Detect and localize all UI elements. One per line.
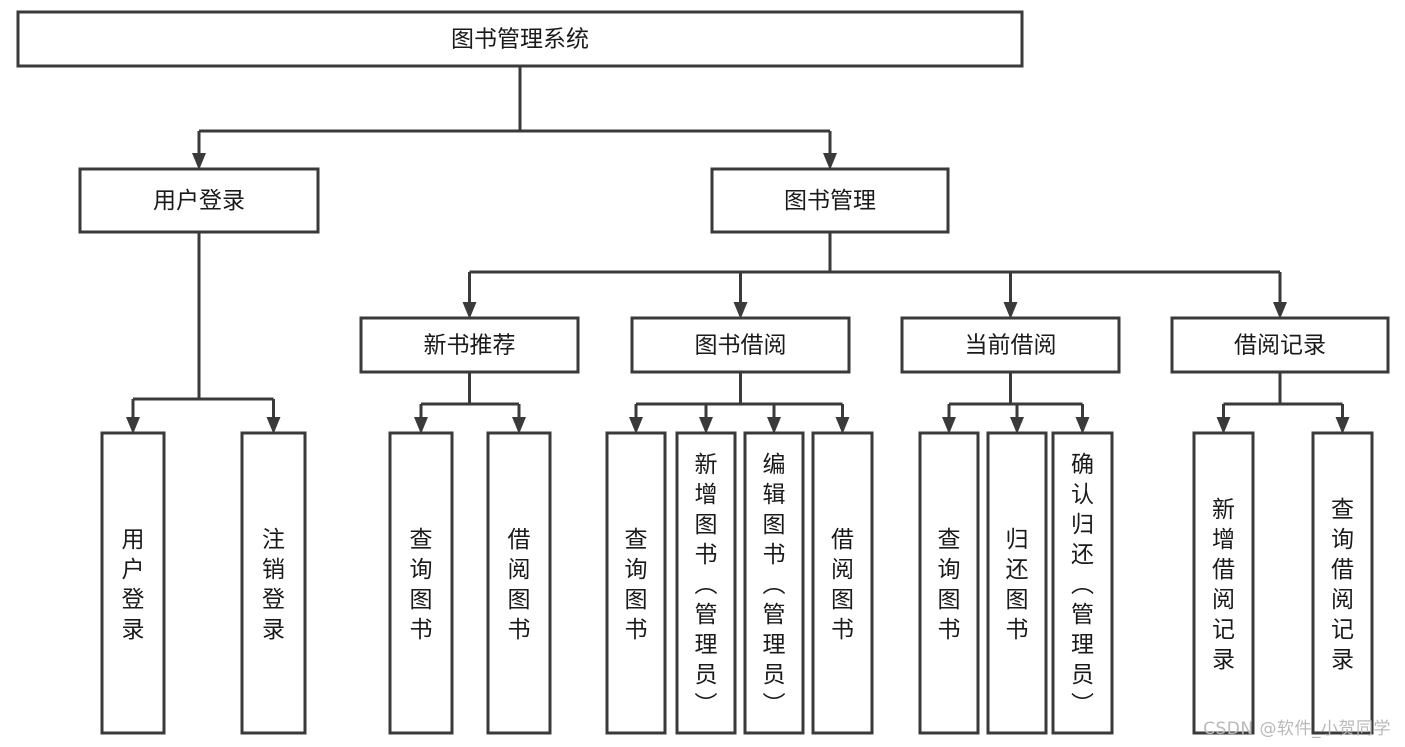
arrow-head-icon [266, 417, 281, 434]
node-box-leaf-add-borrow-record[interactable] [1192, 431, 1255, 735]
arrow-head-icon [126, 417, 140, 434]
node-borrow-records[interactable]: 借阅记录 [1170, 316, 1390, 374]
node-label-leaf-query-book-current: 查询图书 [938, 527, 961, 643]
node-box-root[interactable] [16, 10, 1024, 68]
arrow-head-icon [1075, 417, 1090, 434]
connector-current-to-leaves [942, 372, 1090, 434]
node-label-book-borrow: 图书借阅 [695, 333, 787, 359]
arrow-head-icon [1010, 417, 1024, 434]
node-box-leaf-query-borrow-record[interactable] [1311, 431, 1374, 735]
node-label-root: 图书管理系统 [451, 27, 589, 53]
node-current-borrow[interactable]: 当前借阅 [900, 316, 1121, 374]
node-layer: 图书管理系统用户登录图书管理新书推荐图书借阅当前借阅借阅记录用户登录注销登录查询… [16, 10, 1390, 735]
arrow-head-icon [414, 417, 428, 434]
node-box-leaf-query-book-borrow[interactable] [605, 431, 667, 735]
node-box-leaf-query-book-recommend[interactable] [388, 431, 454, 735]
arrow-head-icon [1335, 417, 1350, 434]
arrow-head-icon [462, 302, 477, 319]
node-label-leaf-confirm-return-admin: 确认归还︵管理员︶ [1071, 452, 1094, 718]
node-box-leaf-edit-book-admin[interactable] [743, 431, 805, 735]
node-box-leaf-query-book-current[interactable] [918, 431, 980, 735]
arrow-head-icon [823, 153, 837, 170]
arrow-head-icon [629, 417, 643, 434]
watermark-label: CSDN @软件_小贺同学 [1203, 719, 1391, 739]
node-label-leaf-query-borrow-record: 查询借阅记录 [1331, 497, 1354, 673]
node-leaf-borrow-book-recommend[interactable]: 借阅图书 [486, 431, 552, 735]
connector-borrow-to-leaves [629, 372, 850, 434]
node-label-leaf-query-book-borrow: 查询图书 [625, 527, 648, 643]
connector-layer [126, 66, 1350, 434]
connector-records-to-leaves [1216, 372, 1350, 434]
node-box-book-management[interactable] [710, 167, 950, 234]
arrow-head-icon [835, 417, 850, 434]
node-label-book-management: 图书管理 [784, 188, 876, 214]
node-box-leaf-borrow-book[interactable] [811, 431, 874, 735]
connector-bookmgmt-to-level2 [462, 232, 1287, 319]
node-label-leaf-add-borrow-record: 新增借阅记录 [1212, 497, 1235, 673]
node-box-leaf-borrow-book-recommend[interactable] [486, 431, 552, 735]
node-label-leaf-query-book-recommend: 查询图书 [410, 527, 433, 643]
node-book-borrow[interactable]: 图书借阅 [630, 316, 851, 374]
node-box-new-book-recommend[interactable] [359, 316, 580, 374]
connector-userlogin-to-leaves [126, 232, 281, 434]
node-label-leaf-logout: 注销登录 [262, 527, 285, 643]
node-leaf-edit-book-admin[interactable]: 编辑图书︵管理员︶ [743, 431, 805, 735]
arrow-head-icon [1273, 302, 1287, 319]
arrow-head-icon [733, 302, 748, 319]
arrow-head-icon [1216, 417, 1231, 434]
node-box-current-borrow[interactable] [900, 316, 1121, 374]
node-label-leaf-user-login: 用户登录 [122, 527, 145, 643]
node-box-leaf-add-book-admin[interactable] [675, 431, 737, 735]
node-new-book-recommend[interactable]: 新书推荐 [359, 316, 580, 374]
node-label-leaf-add-book-admin: 新增图书︵管理员︶ [695, 452, 718, 718]
connector-recommend-to-leaves [414, 372, 526, 434]
node-label-leaf-borrow-book-recommend: 借阅图书 [508, 527, 531, 643]
node-box-user-login[interactable] [78, 167, 320, 234]
node-leaf-user-login[interactable]: 用户登录 [100, 431, 166, 735]
node-leaf-query-borrow-record[interactable]: 查询借阅记录 [1311, 431, 1374, 735]
node-user-login[interactable]: 用户登录 [78, 167, 320, 234]
node-leaf-logout[interactable]: 注销登录 [240, 431, 307, 735]
node-box-book-borrow[interactable] [630, 316, 851, 374]
node-box-leaf-confirm-return-admin[interactable] [1051, 431, 1114, 735]
node-leaf-query-book-current[interactable]: 查询图书 [918, 431, 980, 735]
node-box-borrow-records[interactable] [1170, 316, 1390, 374]
arrow-head-icon [1003, 302, 1018, 319]
node-label-current-borrow: 当前借阅 [965, 333, 1057, 359]
node-leaf-query-book-recommend[interactable]: 查询图书 [388, 431, 454, 735]
arrow-head-icon [512, 417, 526, 434]
node-label-leaf-return-book: 归还图书 [1006, 527, 1029, 643]
node-label-new-book-recommend: 新书推荐 [424, 333, 516, 359]
node-box-leaf-logout[interactable] [240, 431, 307, 735]
node-leaf-borrow-book[interactable]: 借阅图书 [811, 431, 874, 735]
node-label-user-login: 用户登录 [153, 188, 245, 214]
connector-root-to-level1 [192, 66, 837, 170]
node-box-leaf-return-book[interactable] [986, 431, 1048, 735]
node-label-leaf-edit-book-admin: 编辑图书︵管理员︶ [763, 452, 786, 718]
arrow-head-icon [192, 153, 206, 170]
node-leaf-add-book-admin[interactable]: 新增图书︵管理员︶ [675, 431, 737, 735]
node-root[interactable]: 图书管理系统 [16, 10, 1024, 68]
node-leaf-query-book-borrow[interactable]: 查询图书 [605, 431, 667, 735]
node-box-leaf-user-login[interactable] [100, 431, 166, 735]
arrow-head-icon [942, 417, 956, 434]
node-book-management[interactable]: 图书管理 [710, 167, 950, 234]
node-leaf-return-book[interactable]: 归还图书 [986, 431, 1048, 735]
node-leaf-add-borrow-record[interactable]: 新增借阅记录 [1192, 431, 1255, 735]
arrow-head-icon [699, 417, 713, 434]
node-leaf-confirm-return-admin[interactable]: 确认归还︵管理员︶ [1051, 431, 1114, 735]
node-label-borrow-records: 借阅记录 [1234, 333, 1326, 359]
arrow-head-icon [767, 417, 781, 434]
node-label-leaf-borrow-book: 借阅图书 [831, 527, 854, 643]
